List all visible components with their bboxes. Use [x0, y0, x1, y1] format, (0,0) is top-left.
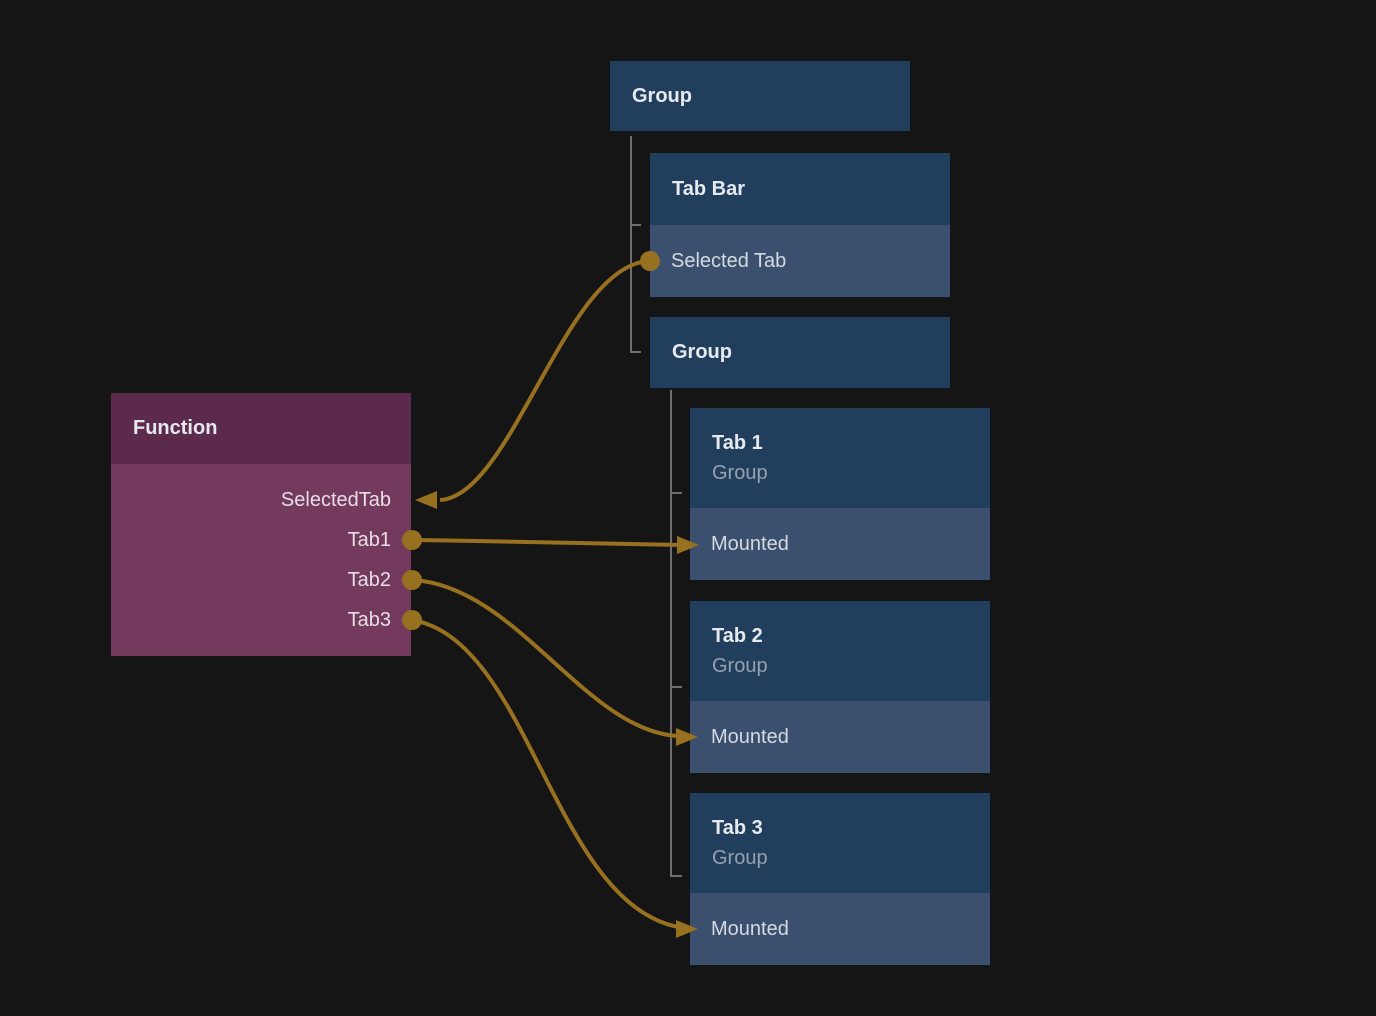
layer-node-tab-1[interactable]: Tab 1 Group Mounted — [690, 408, 990, 580]
row-label: Selected Tab — [671, 249, 787, 272]
wire-tab2[interactable] — [411, 578, 679, 738]
port-label: Tab1 — [347, 528, 391, 551]
function-port-selectedtab[interactable]: SelectedTab — [111, 480, 411, 520]
row-label: Mounted — [711, 532, 789, 555]
node-header: Tab 1 Group — [690, 408, 990, 508]
layer-row-mounted-tab1[interactable]: Mounted — [690, 508, 990, 580]
node-header: Function — [111, 393, 411, 464]
function-node[interactable]: Function SelectedTab Tab1 Tab2 Tab3 — [111, 393, 411, 656]
function-port-tab2[interactable]: Tab2 — [111, 560, 411, 600]
node-title: Group — [672, 341, 732, 363]
node-header: Tab Bar — [650, 153, 950, 225]
wire-tab1[interactable] — [411, 538, 683, 547]
node-header: Tab 3 Group — [690, 793, 990, 893]
layer-node-tab-2[interactable]: Tab 2 Group Mounted — [690, 601, 990, 773]
node-subtitle: Group — [712, 462, 768, 484]
layer-node-tab-3[interactable]: Tab 3 Group Mounted — [690, 793, 990, 965]
function-port-tab1[interactable]: Tab1 — [111, 520, 411, 560]
layer-row-mounted-tab3[interactable]: Mounted — [690, 893, 990, 965]
wire-selectedtab-arrowhead-icon — [415, 491, 437, 509]
row-label: Mounted — [711, 725, 789, 748]
node-title: Tab 3 — [712, 817, 763, 839]
node-header: Group — [650, 317, 950, 388]
function-port-tab3[interactable]: Tab3 — [111, 600, 411, 640]
row-label: Mounted — [711, 917, 789, 940]
tree-connector-root — [630, 136, 641, 353]
node-title: Function — [133, 417, 218, 439]
node-title: Tab 2 — [712, 625, 763, 647]
node-title: Tab Bar — [672, 177, 745, 200]
port-label: Tab3 — [347, 608, 391, 631]
node-title: Group — [632, 84, 692, 107]
port-label: Tab2 — [347, 568, 391, 591]
layer-node-inner-group[interactable]: Group — [650, 317, 950, 388]
layer-node-tab-bar[interactable]: Tab Bar Selected Tab — [650, 153, 950, 297]
node-header: Group — [610, 61, 910, 131]
layer-node-root-group[interactable]: Group — [610, 61, 910, 131]
wire-selectedtab[interactable] — [439, 259, 651, 502]
node-header: Tab 2 Group — [690, 601, 990, 701]
node-title: Tab 1 — [712, 432, 763, 454]
wire-tab3[interactable] — [411, 618, 679, 929]
node-subtitle: Group — [712, 655, 768, 677]
layer-row-selected-tab[interactable]: Selected Tab — [650, 225, 950, 297]
node-subtitle: Group — [712, 847, 768, 869]
port-label: SelectedTab — [280, 488, 391, 511]
layer-row-mounted-tab2[interactable]: Mounted — [690, 701, 990, 773]
tree-connector-inner-group — [670, 390, 682, 877]
function-node-body: SelectedTab Tab1 Tab2 Tab3 — [111, 464, 411, 656]
